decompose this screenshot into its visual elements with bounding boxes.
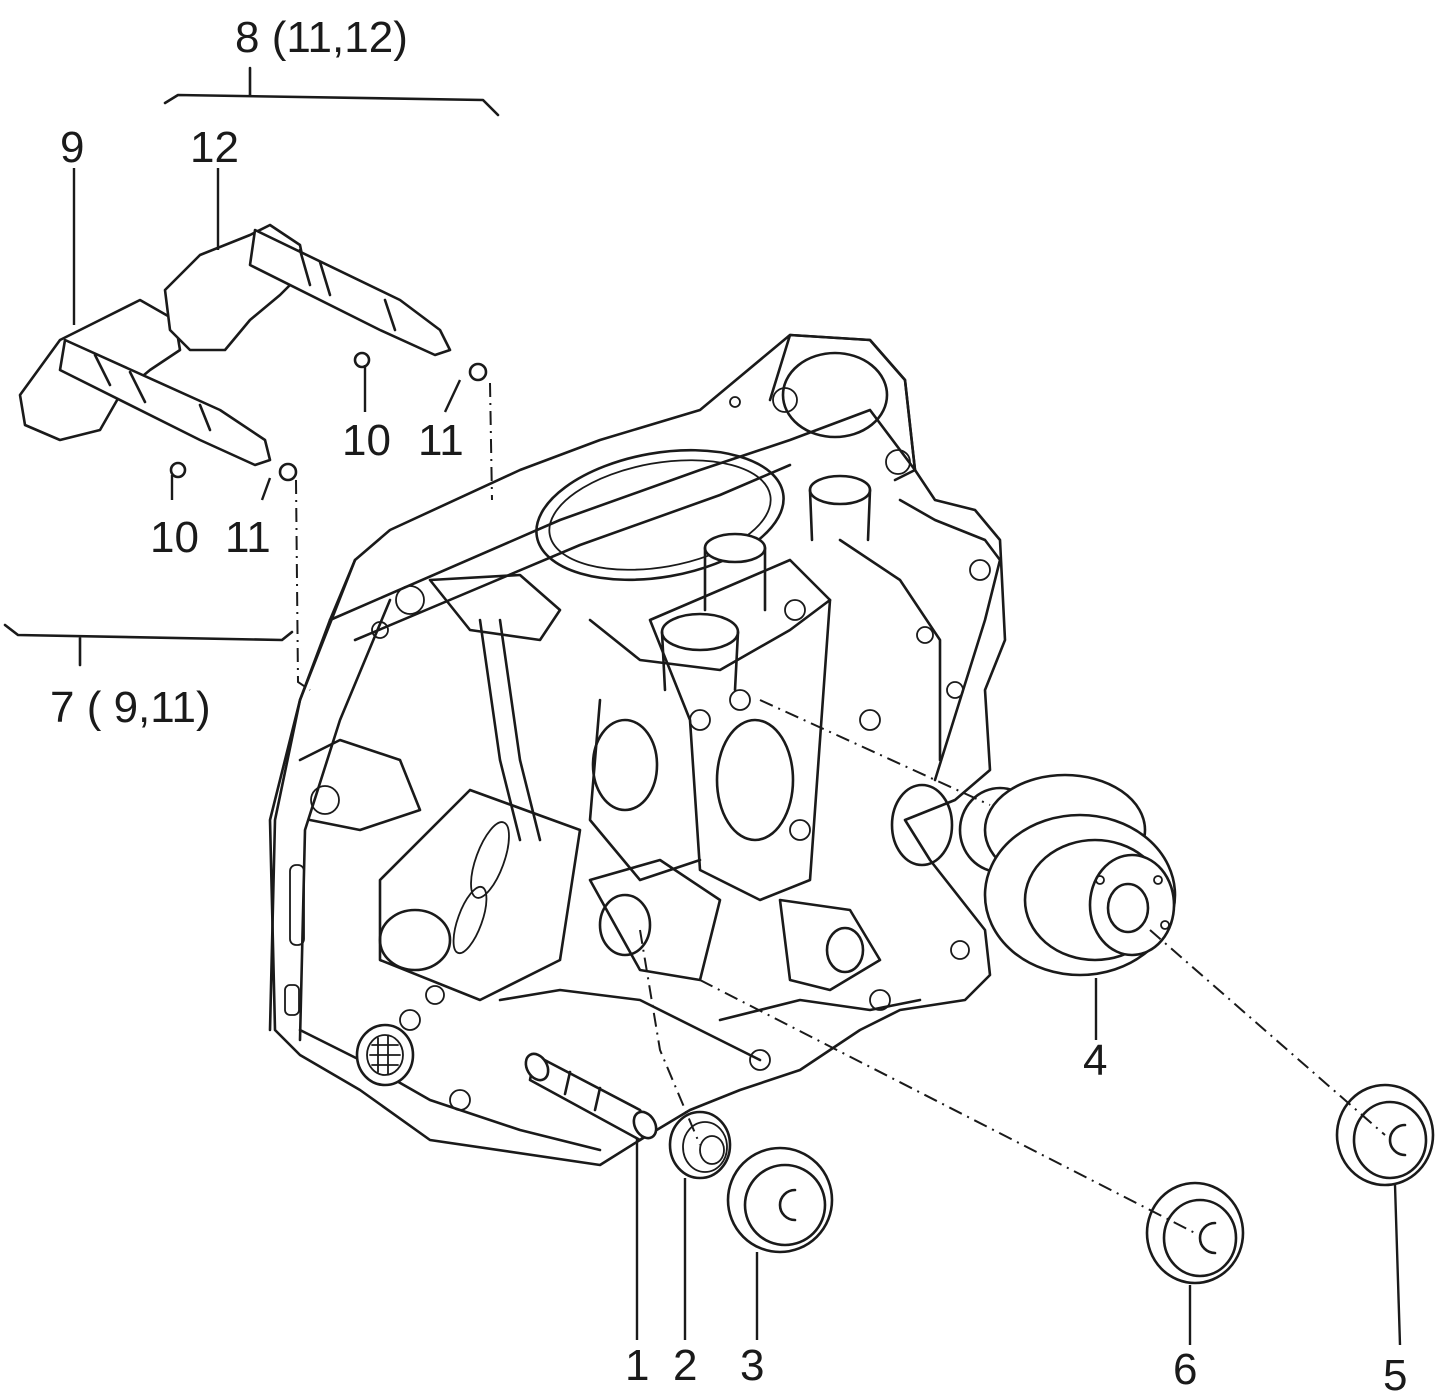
part-1-shaft <box>524 1052 658 1142</box>
part-3-gear <box>726 1146 834 1254</box>
part-6-gear <box>1145 1181 1245 1285</box>
label-part-1: 1 <box>625 1341 649 1390</box>
label-part-11-upper: 11 <box>418 416 464 465</box>
bracket-7 <box>3 623 294 667</box>
centerlines <box>295 382 1386 1234</box>
part-labels: 8 (11,12) 9 12 10 11 10 11 7 ( 9,11) 4 1… <box>50 13 1407 1394</box>
label-part-3: 3 <box>740 1341 764 1390</box>
label-part-11-lower: 11 <box>225 513 271 562</box>
label-part-6: 6 <box>1173 1345 1197 1394</box>
label-part-10-lower: 10 <box>150 513 199 562</box>
label-part-7: 7 ( 9,11) <box>50 683 211 732</box>
bracket-8 <box>163 66 500 117</box>
leader-lines <box>72 168 1402 1346</box>
label-part-8: 8 (11,12) <box>235 13 408 62</box>
label-part-10-upper: 10 <box>342 416 391 465</box>
label-part-9: 9 <box>60 123 84 172</box>
part-9-rocker-arm <box>18 298 298 482</box>
label-part-2: 2 <box>673 1341 697 1390</box>
crankcase-body <box>268 333 1042 1167</box>
part-12-rocker-arm <box>163 223 488 382</box>
label-part-5: 5 <box>1383 1351 1407 1394</box>
label-part-4: 4 <box>1083 1036 1107 1085</box>
part-4-cam-gear <box>983 773 1177 977</box>
label-part-12: 12 <box>190 123 239 172</box>
